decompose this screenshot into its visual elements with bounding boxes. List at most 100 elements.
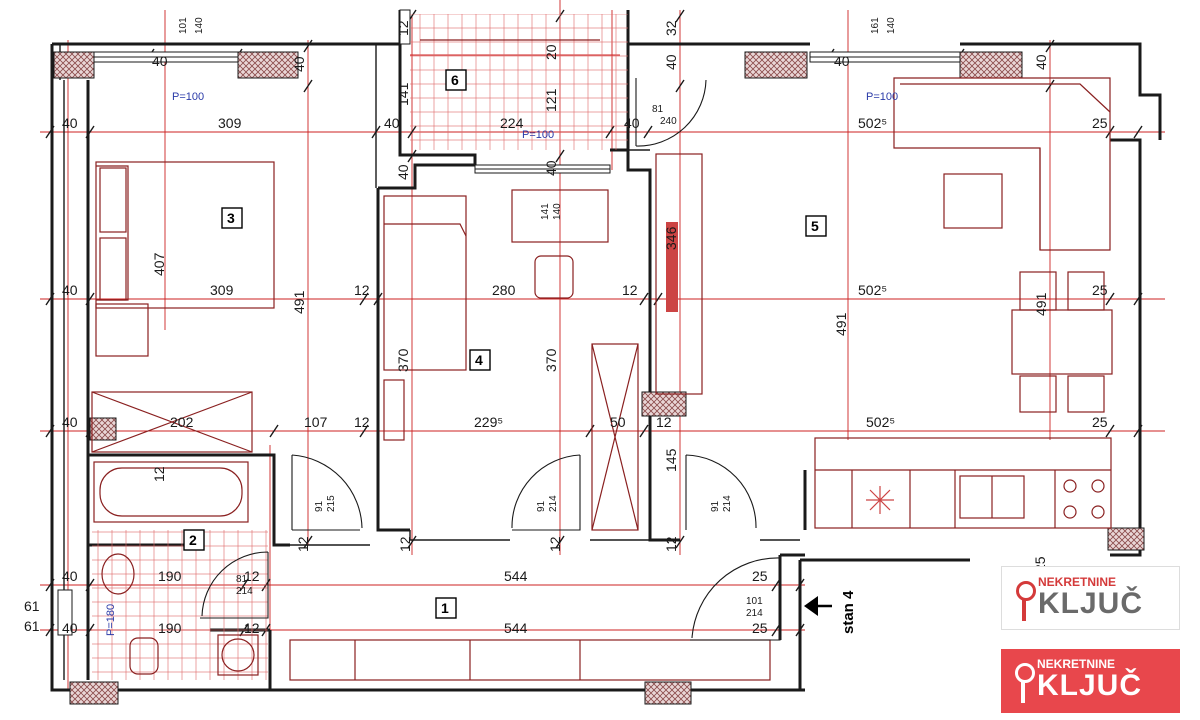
single-bed xyxy=(383,195,467,371)
svg-text:12: 12 xyxy=(656,414,672,430)
svg-text:40: 40 xyxy=(152,53,168,69)
svg-text:229⁵: 229⁵ xyxy=(474,414,503,430)
svg-text:190: 190 xyxy=(158,620,182,636)
door-bathroom xyxy=(200,551,269,619)
room-5-label: 5 xyxy=(811,218,819,234)
svg-text:107: 107 xyxy=(304,414,328,430)
door-room4 xyxy=(511,454,581,531)
svg-text:214: 214 xyxy=(548,495,559,512)
bathtub xyxy=(93,461,249,523)
svg-text:91: 91 xyxy=(314,500,325,512)
svg-text:61: 61 xyxy=(24,618,40,634)
svg-text:12: 12 xyxy=(547,536,563,552)
svg-text:25: 25 xyxy=(752,620,768,636)
svg-text:81: 81 xyxy=(236,574,248,585)
svg-text:40: 40 xyxy=(624,115,640,131)
logo-small-text: NEKRETNINE xyxy=(1037,657,1116,671)
room-4-label: 4 xyxy=(475,352,483,368)
svg-text:214: 214 xyxy=(746,608,763,619)
svg-text:214: 214 xyxy=(236,586,253,597)
svg-text:140: 140 xyxy=(886,17,897,34)
svg-text:32: 32 xyxy=(663,20,679,36)
doors xyxy=(200,78,781,641)
svg-text:224: 224 xyxy=(500,115,524,131)
svg-text:491: 491 xyxy=(833,312,849,336)
svg-text:140: 140 xyxy=(194,17,205,34)
logo-small-text: NEKRETNINE xyxy=(1038,575,1117,589)
room-1-box xyxy=(435,597,457,619)
room-5-box xyxy=(805,215,827,237)
svg-text:40: 40 xyxy=(62,568,78,584)
hall-cabinets xyxy=(289,639,771,681)
svg-text:81: 81 xyxy=(652,104,664,115)
svg-text:141: 141 xyxy=(395,82,411,106)
furniture xyxy=(91,39,1113,681)
svg-text:40: 40 xyxy=(62,115,78,131)
svg-text:502⁵: 502⁵ xyxy=(858,282,887,298)
logo-big-text: KLJUČ xyxy=(1038,587,1144,620)
svg-text:25: 25 xyxy=(752,568,768,584)
svg-text:407: 407 xyxy=(151,252,167,276)
svg-text:25: 25 xyxy=(1092,414,1108,430)
svg-text:40: 40 xyxy=(384,115,400,131)
svg-text:25: 25 xyxy=(1092,115,1108,131)
dimension-labels: 40 309 40 224 40 502⁵ 25 40 309 12 280 1… xyxy=(24,53,1108,636)
svg-text:12: 12 xyxy=(244,568,260,584)
wall-columns xyxy=(53,51,1145,705)
agency-logo-red: NEKRETNINE KLJUČ xyxy=(1001,649,1180,713)
entrance-arrow xyxy=(804,596,832,616)
door-living xyxy=(685,454,757,530)
door-entrance xyxy=(690,557,781,641)
svg-text:544: 544 xyxy=(504,568,528,584)
svg-text:12: 12 xyxy=(397,536,413,552)
svg-text:40: 40 xyxy=(62,620,78,636)
key-icon xyxy=(1016,581,1036,601)
svg-text:346: 346 xyxy=(663,226,679,250)
room-2-box xyxy=(183,529,205,551)
room-6-box xyxy=(445,69,467,91)
kitchen-counter xyxy=(814,437,1112,529)
wardrobe xyxy=(91,391,253,453)
room-labels xyxy=(183,69,827,619)
svg-text:12: 12 xyxy=(151,466,167,482)
svg-text:40: 40 xyxy=(663,54,679,70)
logo-big-text: KLJUČ xyxy=(1037,669,1143,702)
svg-text:161: 161 xyxy=(870,17,881,34)
svg-text:491: 491 xyxy=(1033,292,1049,316)
svg-text:40: 40 xyxy=(1033,54,1049,70)
svg-text:40: 40 xyxy=(834,53,850,69)
svg-text:544: 544 xyxy=(504,620,528,636)
coffee-table xyxy=(943,173,1003,229)
svg-text:40: 40 xyxy=(62,414,78,430)
double-bed xyxy=(95,161,275,309)
key-stem xyxy=(1022,599,1026,621)
svg-text:12: 12 xyxy=(663,536,679,552)
svg-text:61: 61 xyxy=(24,598,40,614)
svg-text:12: 12 xyxy=(295,536,311,552)
desk xyxy=(511,189,609,243)
window-labels: 101 140 161 140 141 140 P=100 P=100 P=10… xyxy=(105,17,898,636)
dining-table xyxy=(1011,309,1113,375)
svg-text:12: 12 xyxy=(354,282,370,298)
door-balcony xyxy=(635,78,707,147)
room-4-box xyxy=(469,349,491,371)
svg-text:145: 145 xyxy=(663,448,679,472)
svg-text:370: 370 xyxy=(395,348,411,372)
svg-text:P=100: P=100 xyxy=(172,91,204,103)
svg-text:309: 309 xyxy=(210,282,234,298)
windows xyxy=(57,9,961,636)
svg-text:140: 140 xyxy=(552,203,563,220)
svg-text:280: 280 xyxy=(492,282,516,298)
svg-text:91: 91 xyxy=(710,500,721,512)
svg-text:240: 240 xyxy=(660,116,677,127)
svg-text:101: 101 xyxy=(746,596,763,607)
svg-text:12: 12 xyxy=(354,414,370,430)
svg-text:202: 202 xyxy=(170,414,194,430)
svg-text:12: 12 xyxy=(244,620,260,636)
bathroom-floor xyxy=(92,530,268,680)
svg-text:309: 309 xyxy=(218,115,242,131)
svg-text:101: 101 xyxy=(178,17,189,34)
room-3-box xyxy=(221,207,243,229)
svg-text:40: 40 xyxy=(543,160,559,176)
